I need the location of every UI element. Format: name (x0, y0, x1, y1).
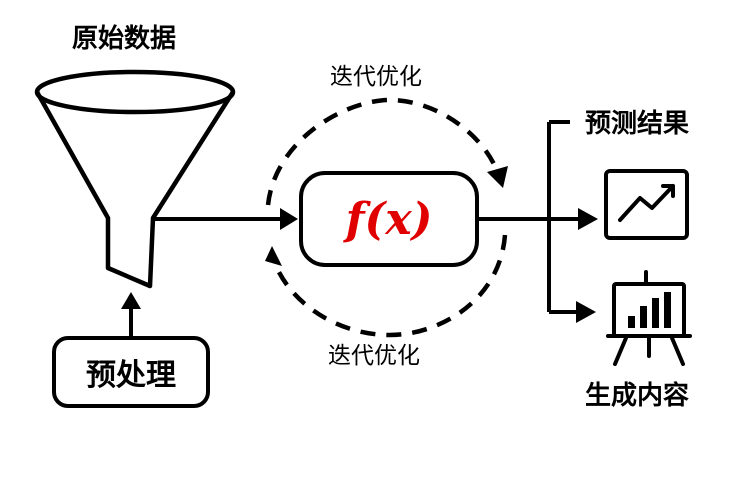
funnel-icon (34, 69, 236, 289)
prediction-label: 预测结果 (585, 109, 690, 139)
arrow-funnel-to-function (153, 208, 298, 230)
output-branch (479, 120, 580, 314)
iteration-arrowhead-right (487, 166, 508, 188)
easel-bars (628, 292, 671, 328)
raw-data-label: 原始数据 (72, 24, 177, 54)
arrow-to-prediction (578, 208, 598, 230)
arrow-to-generation (576, 301, 596, 323)
line-chart-icon (604, 169, 689, 240)
function-label: f(x) (345, 193, 433, 245)
iterate-label-top: 迭代优化 (330, 64, 422, 90)
iteration-arrowhead-left (265, 246, 282, 266)
easel-chart-icon (606, 270, 692, 366)
preprocess-label: 预处理 (86, 358, 176, 393)
generation-label: 生成内容 (585, 381, 690, 411)
iteration-loop (265, 97, 508, 338)
preprocess-box: 预处理 (52, 336, 210, 408)
function-box: f(x) (299, 171, 479, 267)
iterate-label-bottom: 迭代优化 (328, 343, 420, 369)
arrow-preprocess-to-funnel (121, 292, 141, 336)
